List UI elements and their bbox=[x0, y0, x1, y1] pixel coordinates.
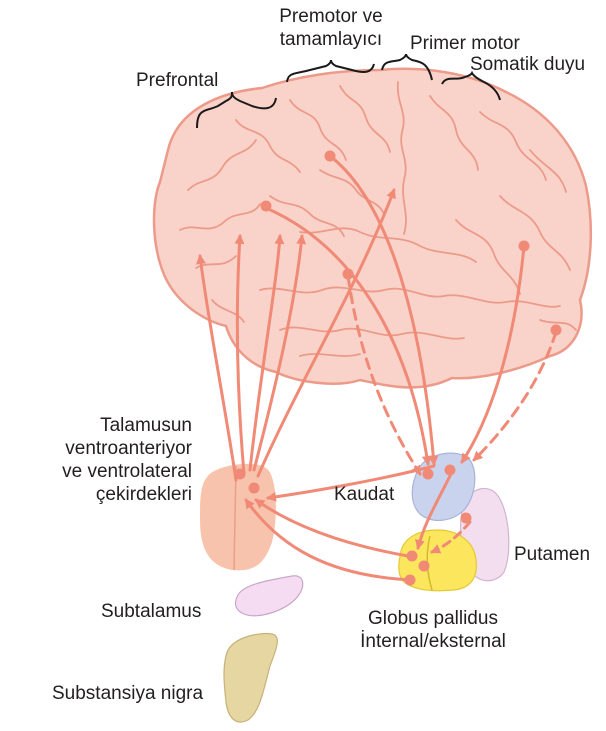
neuron-dot bbox=[249, 483, 260, 494]
label-talamus-line3: ve ventrolateral bbox=[20, 460, 192, 483]
brain-outline bbox=[154, 69, 591, 388]
neuron-dot bbox=[445, 465, 456, 476]
pathway-gp-to-thalamus-1 bbox=[256, 500, 408, 556]
subthalamus bbox=[236, 576, 303, 616]
label-talamus-line1: Talamusun bbox=[20, 414, 192, 437]
label-primer-motor: Primer motor bbox=[410, 32, 520, 55]
label-globus-line1: Globus pallidus bbox=[344, 607, 522, 630]
neuron-dot bbox=[519, 241, 530, 252]
neuron-dot bbox=[235, 469, 246, 480]
label-subtalamus: Subtalamus bbox=[101, 600, 201, 623]
neuron-dot bbox=[261, 201, 272, 212]
label-talamus-line4: çekirdekleri bbox=[20, 483, 192, 506]
label-premotor: Premotor ve tamamlayıcı bbox=[262, 5, 400, 51]
neuron-dot bbox=[325, 151, 336, 162]
neuron-dot bbox=[405, 575, 416, 586]
label-talamus: Talamusun ventroanteriyor ve ventrolater… bbox=[20, 414, 192, 506]
neuron-dot bbox=[461, 513, 472, 524]
label-premotor-line1: Premotor ve bbox=[262, 5, 400, 28]
brain bbox=[154, 69, 591, 388]
label-premotor-line2: tamamlayıcı bbox=[262, 28, 400, 51]
label-globus-line2: İnternal/eksternal bbox=[344, 630, 522, 653]
neuron-dot bbox=[407, 551, 418, 562]
label-substansiya-nigra: Substansiya nigra bbox=[52, 682, 203, 705]
label-kaudat: Kaudat bbox=[334, 483, 394, 506]
label-prefrontal: Prefrontal bbox=[136, 69, 218, 92]
substantia-nigra bbox=[224, 634, 277, 722]
thalamus bbox=[200, 464, 276, 570]
neuron-dot bbox=[551, 325, 562, 336]
label-globus-pallidus: Globus pallidus İnternal/eksternal bbox=[344, 607, 522, 653]
label-putamen: Putamen bbox=[514, 543, 590, 566]
neuron-dot bbox=[419, 561, 430, 572]
label-talamus-line2: ventroanteriyor bbox=[20, 437, 192, 460]
neuron-dot bbox=[423, 469, 434, 480]
neuron-dot bbox=[343, 269, 354, 280]
label-somatik-duyu: Somatik duyu bbox=[470, 53, 585, 76]
